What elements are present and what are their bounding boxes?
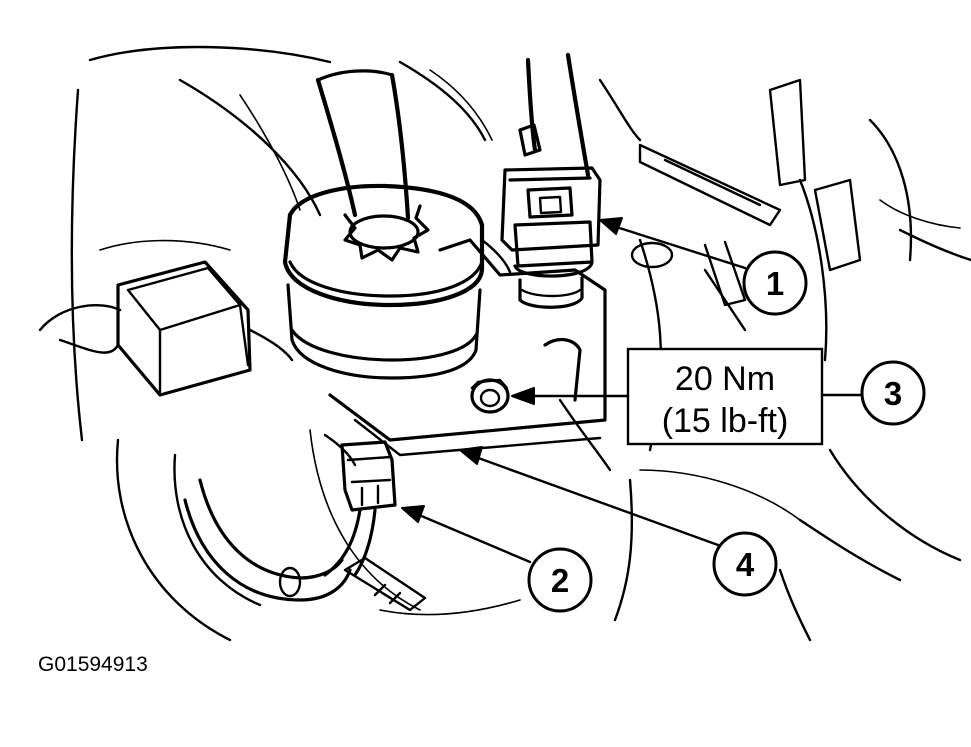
callout-2-label: 2 bbox=[551, 562, 569, 599]
callout-1: 1 bbox=[742, 250, 808, 316]
reservoir-assembly bbox=[282, 69, 512, 380]
lower-connector bbox=[323, 440, 427, 612]
callout-1-label: 1 bbox=[766, 265, 784, 302]
torque-callout-box: 20 Nm (15 lb-ft) bbox=[626, 347, 824, 446]
callout-4: 4 bbox=[712, 531, 778, 597]
torque-spec-metric: 20 Nm bbox=[675, 360, 775, 398]
callout-2: 2 bbox=[527, 547, 593, 613]
background-linework bbox=[38, 45, 971, 642]
upper-connector bbox=[500, 52, 602, 309]
callout-4-label: 4 bbox=[736, 546, 755, 583]
leader-lines bbox=[401, 217, 864, 564]
callout-3-label: 3 bbox=[884, 375, 902, 412]
figure-id: G01594913 bbox=[38, 653, 148, 676]
torque-spec-imperial: (15 lb-ft) bbox=[662, 402, 789, 440]
callout-3: 3 bbox=[860, 360, 926, 426]
